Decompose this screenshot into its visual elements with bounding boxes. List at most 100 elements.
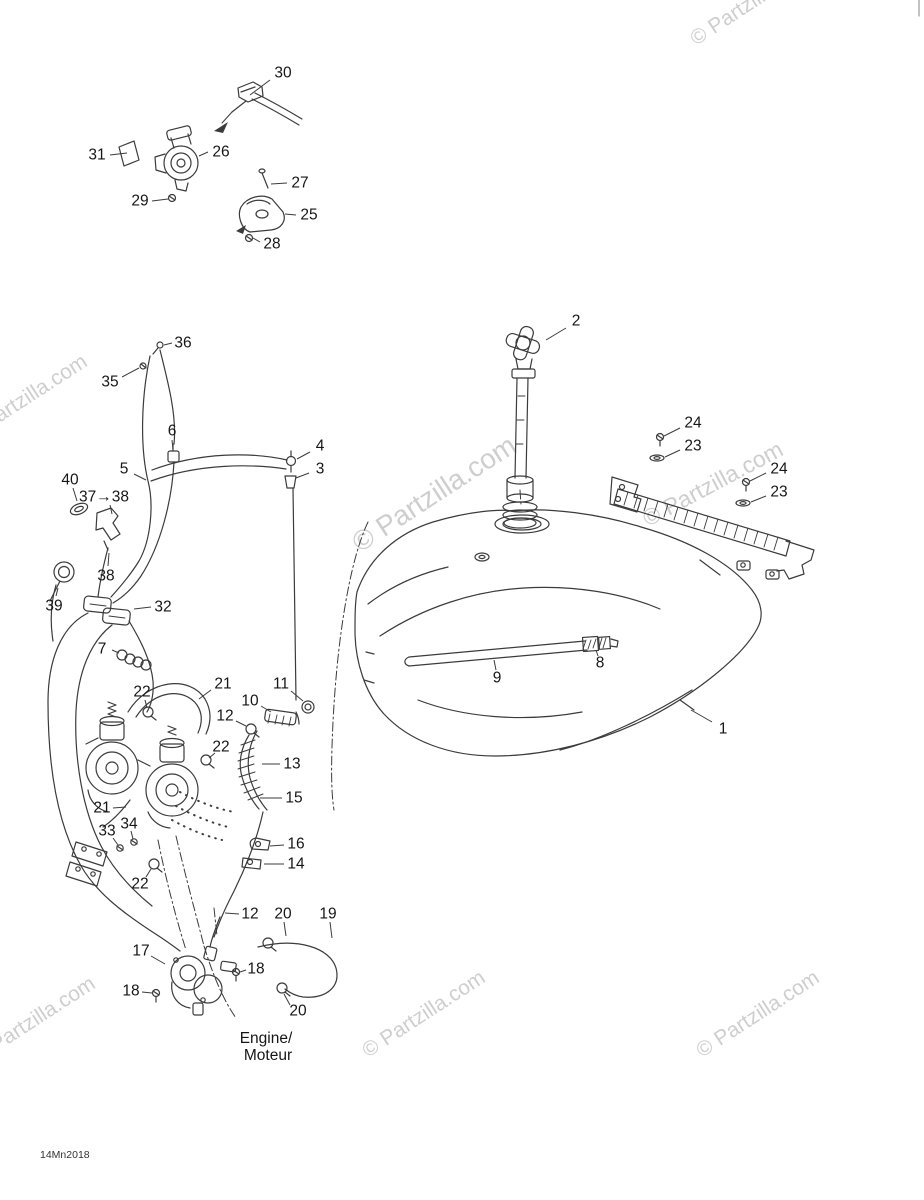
callout-leader-28 — [252, 237, 261, 243]
callout-23: 23 — [684, 438, 701, 455]
clamp-block — [83, 595, 152, 671]
callout-leader-35 — [121, 367, 140, 378]
callout-leader-29 — [151, 198, 169, 202]
callout-leader-20 — [283, 921, 287, 937]
diagram-code-label: 14Mn2018 — [40, 1149, 90, 1161]
callout-leader-9 — [493, 659, 497, 671]
fuel-tank — [354, 509, 762, 757]
callout-5: 5 — [120, 461, 129, 478]
callout-18: 18 — [122, 983, 139, 1000]
callout-leader-21 — [112, 806, 127, 809]
callout-17: 17 — [132, 943, 149, 960]
callout-35: 35 — [101, 374, 118, 391]
callout-leader-12 — [224, 912, 240, 915]
watermark-text: © Partzilla.com — [692, 966, 823, 1062]
callout-leader-7 — [111, 649, 120, 654]
callout-32: 32 — [154, 599, 171, 616]
callout-23: 23 — [770, 484, 787, 501]
callout-9: 9 — [493, 670, 502, 687]
callout-14: 14 — [287, 856, 305, 873]
callout-leader-27 — [270, 182, 288, 185]
carburetor-assembly — [65, 701, 235, 887]
callout-leader-10 — [260, 705, 272, 713]
callout-36: 36 — [174, 335, 191, 352]
callout-leader-19 — [329, 921, 333, 939]
callout-leader-37→38 — [109, 504, 113, 515]
watermark-text: © Partzilla.com — [0, 972, 99, 1068]
callout-12: 12 — [216, 708, 233, 725]
callout-leader-21 — [198, 689, 212, 700]
callout-7: 7 — [98, 641, 107, 658]
callout-3: 3 — [316, 461, 325, 478]
callout-22: 22 — [212, 739, 229, 756]
callout-20: 20 — [289, 1003, 307, 1020]
brackets — [241, 837, 271, 870]
small-fittings — [49, 341, 297, 602]
fuel-valve-assembly — [118, 81, 303, 243]
diagram-artwork — [47, 0, 920, 1019]
callout-leader-31 — [109, 152, 128, 156]
watermark-text: © Partzilla.com — [346, 429, 521, 558]
callout-leader-33 — [112, 837, 119, 846]
callout-20: 20 — [274, 906, 292, 923]
mounting-rail — [609, 432, 815, 580]
callout-leader-26 — [198, 151, 209, 157]
watermark-layer: © Partzilla.com © Partzilla.com © Partzill… — [0, 0, 823, 1068]
callout-25: 25 — [300, 207, 317, 224]
callout-38: 38 — [97, 568, 114, 585]
callout-leader-3 — [295, 472, 310, 479]
callout-22: 22 — [133, 684, 150, 701]
callout-18: 18 — [247, 961, 264, 978]
callout-leader-6 — [171, 439, 174, 451]
engine-label-line1: Engine/ — [240, 1030, 293, 1047]
watermark-text: © Partzilla.com — [686, 0, 817, 50]
callout-leader-23 — [750, 495, 767, 503]
callout-26: 26 — [212, 144, 229, 161]
callout-leader-2 — [545, 327, 567, 341]
callout-13: 13 — [283, 756, 300, 773]
callout-leader-40 — [72, 487, 78, 502]
callout-leader-22 — [208, 752, 216, 759]
callout-leader-11 — [290, 690, 304, 702]
hoses — [47, 349, 338, 998]
callout-leader-8 — [595, 649, 599, 657]
callout-leader-32 — [133, 606, 152, 610]
callout-39: 39 — [45, 598, 62, 615]
callout-37→38: 37→38 — [79, 489, 129, 506]
callout-21: 21 — [93, 800, 110, 817]
callout-24: 24 — [770, 461, 788, 478]
callout-40: 40 — [61, 472, 79, 489]
callout-leader-18 — [141, 991, 153, 994]
callout-leader-22 — [144, 699, 148, 709]
callout-34: 34 — [120, 816, 138, 833]
callout-30: 30 — [274, 65, 292, 82]
callout-leader-24 — [663, 427, 681, 437]
callout-leader-23 — [664, 449, 681, 458]
callout-leader-18 — [239, 969, 247, 973]
callout-33: 33 — [98, 823, 115, 840]
watermark-text: © Partzilla.com — [358, 966, 489, 1062]
callout-leader-30 — [249, 79, 271, 96]
callout-leader-1 — [690, 709, 713, 723]
pickup-tube — [404, 635, 619, 667]
callout-24: 24 — [684, 415, 702, 432]
callout-8: 8 — [596, 655, 605, 672]
callout-11: 11 — [273, 676, 289, 693]
fuel-pump — [151, 937, 291, 1016]
callout-28: 28 — [263, 236, 280, 253]
hose-spring — [237, 739, 264, 801]
engine-label-line2: Moteur — [244, 1047, 292, 1064]
callout-leader-17 — [150, 955, 166, 965]
callout-15: 15 — [285, 790, 302, 807]
callout-10: 10 — [241, 693, 259, 710]
callout-leader-12 — [235, 720, 247, 727]
callout-leader-34 — [130, 830, 134, 840]
callout-22: 22 — [131, 876, 148, 893]
fuel-cap-assembly — [502, 325, 541, 529]
callout-1: 1 — [719, 721, 728, 738]
callout-31: 31 — [88, 147, 105, 164]
callout-leader-39 — [55, 587, 59, 597]
callout-27: 27 — [291, 175, 308, 192]
